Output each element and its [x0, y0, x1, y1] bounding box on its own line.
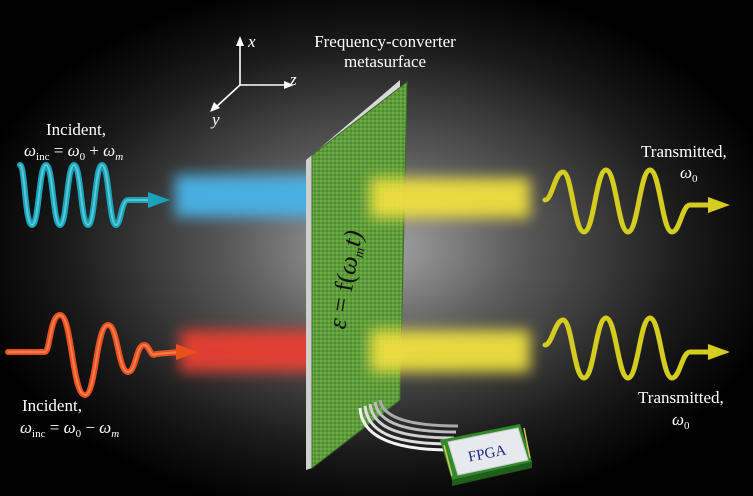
axis-label-x: x: [248, 32, 256, 51]
transmitted-top-omega: ω0: [680, 163, 698, 185]
incident-bottom-equation: ωinc = ω0 − ωm: [20, 418, 120, 440]
ribbon-cable: [358, 399, 459, 452]
axis-label-z: z: [290, 70, 297, 89]
transmitted-bottom-omega: ω0: [672, 410, 690, 432]
diagram-title: Frequency-converter metasurface: [300, 32, 470, 72]
incident-top-equation: ωinc = ω0 + ωm: [24, 141, 124, 163]
transmitted-wave-bottom: [542, 315, 730, 381]
incident-wave-top: [17, 162, 170, 228]
transmitted-bottom-label: Transmitted,: [638, 388, 724, 407]
beam-red-incident: [180, 330, 325, 372]
axis-label-y: y: [212, 110, 220, 129]
title-line-1: Frequency-converter: [314, 32, 456, 51]
metasurface-side: [306, 155, 312, 470]
fpga-chip: [440, 424, 532, 486]
title-line-2: metasurface: [343, 52, 427, 71]
incident-bottom-label: Incident,: [22, 396, 82, 415]
incident-top-label: Incident,: [46, 120, 106, 139]
coordinate-axes: [210, 36, 294, 112]
transmitted-top-label: Transmitted,: [641, 142, 727, 161]
transmitted-wave-top: [542, 167, 730, 235]
beam-yellow-transmitted-bottom: [370, 330, 530, 372]
incident-wave-bottom: [5, 312, 198, 398]
beam-yellow-transmitted-top: [370, 178, 530, 218]
beam-blue-incident: [175, 175, 325, 217]
surface-formula: ε = f(ωmt): [322, 228, 371, 332]
fpga-label: FPGA: [467, 443, 508, 466]
